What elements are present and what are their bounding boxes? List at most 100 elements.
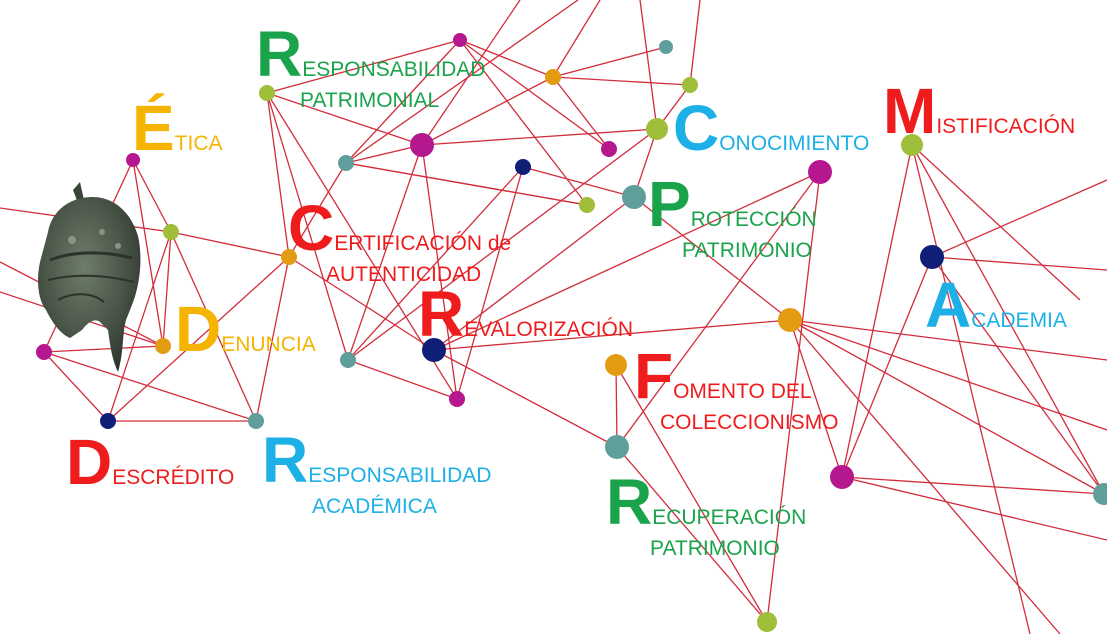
concept-text: ENUNCIA: [221, 333, 316, 356]
node-mist: [901, 134, 923, 156]
node-right1: [1093, 483, 1107, 505]
edge-top1-g4: [459, 39, 610, 150]
node-g5: [579, 197, 595, 213]
node-bot: [757, 612, 777, 632]
concept-text: ESPONSABILIDAD: [308, 464, 492, 487]
concept-descredito: DESCRÉDITO: [66, 430, 234, 494]
edge-rp-g7: [266, 92, 349, 361]
node-etica: [126, 153, 140, 167]
edge-etica-den: [132, 159, 164, 347]
node-left1: [36, 344, 52, 360]
node-cert: [281, 249, 297, 265]
concept-text: TICA: [174, 132, 223, 155]
edge-fom-bot: [615, 364, 768, 623]
edge-g6-rec: [616, 171, 821, 448]
node-rev: [422, 338, 446, 362]
concept-text: ESCRÉDITO: [112, 466, 235, 489]
edge-con-g7: [347, 128, 658, 361]
node-fom: [605, 354, 627, 376]
edge-des-cert: [107, 256, 290, 422]
edge-pro-g3: [522, 166, 635, 198]
edge-g5-g1: [345, 162, 588, 206]
concept-text: ONOCIMIENTO: [719, 132, 870, 155]
edge-g3-g7: [347, 166, 524, 361]
edge-e2-cert: [170, 231, 290, 258]
edge-off-11: [789, 319, 1061, 634]
edge-top1-rp: [266, 39, 461, 94]
node-t3: [659, 40, 673, 54]
concept-initial: M: [883, 75, 937, 147]
edge-g1-g2: [345, 144, 423, 164]
concept-text: CADEMIA: [971, 309, 1067, 332]
concept-text: ECUPERACIÓN: [652, 506, 807, 529]
node-e2: [163, 224, 179, 240]
edge-off-15: [911, 144, 1081, 301]
edge-off-3: [421, 0, 521, 146]
edge-top1-g1: [345, 39, 461, 164]
concept-etica: ÉTICA: [132, 96, 223, 160]
edge-cert-rev: [288, 256, 435, 351]
edge-rec-bot: [616, 446, 768, 623]
concept-initial: É: [132, 92, 175, 164]
node-rp: [259, 85, 275, 101]
edge-pro-rev: [433, 196, 635, 351]
edge-off-6: [689, 0, 701, 86]
edge-off-1: [0, 261, 164, 347]
edge-g2-g8: [421, 144, 458, 400]
edge-rev-rec: [433, 349, 618, 448]
concept-text-line2: ACADÉMICA: [312, 495, 437, 518]
concept-text-line2: PATRIMONIAL: [300, 89, 440, 112]
concept-conocimiento: CONOCIMIENTO: [673, 96, 869, 160]
concept-text: OMENTO DEL: [673, 380, 812, 403]
concept-mistificacion: MISTIFICACIÓN: [883, 79, 1075, 143]
edge-g2-g7: [347, 144, 423, 361]
concept-academia: ACADEMIA: [925, 273, 1067, 337]
concept-initial: C: [288, 192, 335, 264]
concept-initial: A: [925, 269, 972, 341]
node-g8: [449, 391, 465, 407]
concept-text-line2: AUTENTICIDAD: [326, 263, 482, 286]
node-g10: [830, 465, 854, 489]
concept-initial: R: [262, 424, 309, 496]
node-den: [155, 338, 171, 354]
edge-t2-g2: [421, 76, 554, 146]
edge-g2-con: [421, 128, 658, 146]
edge-off-13: [639, 0, 658, 130]
edge-off-9: [789, 319, 1107, 361]
edge-cert-g1: [288, 162, 347, 258]
concept-text-line2: PATRIMONIO: [682, 239, 812, 262]
edge-aca-g10: [841, 256, 933, 478]
edge-cert-rp: [266, 92, 290, 258]
node-g9: [778, 308, 802, 332]
edge-fom-rec: [615, 364, 618, 448]
edge-off-12: [911, 144, 1031, 634]
concept-denuncia: DENUNCIA: [175, 297, 316, 361]
edge-mist-right1: [911, 144, 1105, 495]
edge-g7-g8: [347, 359, 458, 400]
edge-off-7: [931, 179, 1107, 258]
concept-initial: D: [175, 293, 222, 365]
edge-off-2: [0, 291, 164, 347]
edge-den-left1: [43, 345, 164, 353]
concept-text: EVALORIZACIÓN: [464, 318, 634, 341]
concept-text: ESPONSABILIDAD: [302, 58, 486, 81]
node-des: [100, 413, 116, 429]
node-aca: [920, 245, 944, 269]
node-g4: [601, 141, 617, 157]
concept-initial: R: [606, 466, 653, 538]
node-g7: [340, 352, 356, 368]
edge-off-5: [552, 0, 601, 78]
edge-e2-ra: [170, 231, 257, 422]
edge-g9-g10: [789, 319, 843, 478]
edge-g9-right1: [789, 319, 1105, 495]
node-con: [646, 118, 668, 140]
concept-text: ROTECCIÓN: [690, 208, 817, 231]
edge-off-14: [789, 319, 1107, 431]
concept-initial: P: [648, 168, 691, 240]
node-top1: [453, 33, 467, 47]
